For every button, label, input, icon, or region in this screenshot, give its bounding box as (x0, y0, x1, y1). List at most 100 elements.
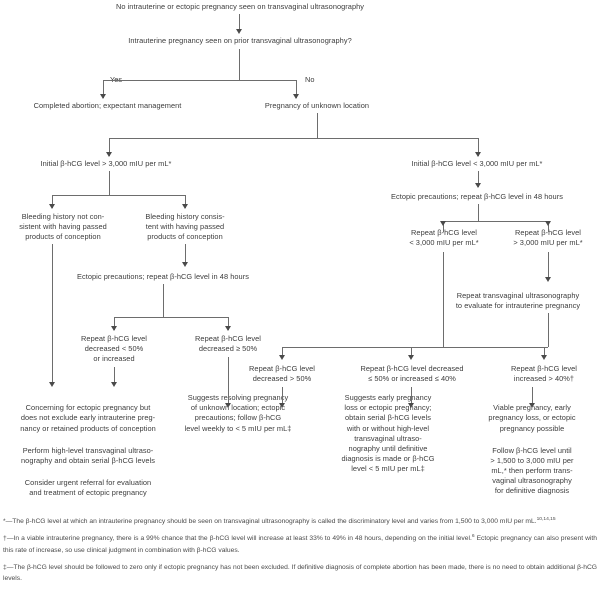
connector-repeat-low-long (443, 252, 444, 347)
footnote-asterisk: *—The β-hCG level at which an intrauteri… (3, 516, 597, 528)
connector-repeat-tvus-down (548, 313, 549, 347)
node-repeat-bhcg-low: Repeat β-hCG level < 3,000 mIU per mL* (409, 228, 479, 248)
arrowhead-repeat-high (545, 221, 551, 226)
node-repeat-transvaginal-ultrasonography: Repeat transvaginal ultrasonography to e… (455, 291, 581, 311)
connector-to-decreased-gt50 (282, 347, 283, 358)
footnote-dagger-marker: †— (3, 535, 14, 543)
node-completed-abortion: Completed abortion; expectant management (33, 101, 182, 110)
connector-pul-split (109, 138, 478, 139)
branch-label-no: No (305, 75, 315, 84)
node-start: No intrauterine or ectopic pregnancy see… (115, 2, 365, 11)
node-ectopic-precautions-left: Ectopic precautions; repeat β-hCG level … (77, 272, 249, 281)
connector-repeat-left-split (114, 317, 228, 318)
arrowhead-bleeding-not-consistent (49, 204, 55, 209)
connector-to-bleeding-not-consistent (52, 195, 53, 208)
outcome-concerning-para-3: Consider urgent referral for evaluation … (24, 477, 152, 497)
footnote-dagger-text-after: Ectopic pregnancy can also present with … (3, 535, 597, 554)
arrowhead-ectopic-precautions-left (182, 262, 188, 267)
arrowhead-repeat-tvus (545, 277, 551, 282)
connector-initial-low-down (478, 171, 479, 187)
node-ectopic-precautions-right: Ectopic precautions; repeat β-hCG level … (391, 192, 563, 201)
connector-repeat-high-down (548, 252, 549, 279)
node-initial-bhcg-low: Initial β-hCG level < 3,000 mIU per mL* (411, 159, 543, 168)
arrowhead-ectopic-precautions-right (475, 183, 481, 188)
arrowhead-outcome-concerning-mid (111, 382, 117, 387)
footnote-asterisk-superscript: 10,14,15 (536, 516, 556, 522)
outcome-concerning-para-2: Perform high-level transvaginal ultraso-… (21, 445, 155, 465)
node-pregnancy-unknown-location: Pregnancy of unknown location (264, 101, 370, 110)
connector-three-way-bus (282, 347, 548, 348)
connector-question-down (239, 49, 240, 80)
connector-pul-down (317, 113, 318, 138)
connector-to-initial-high (109, 138, 110, 156)
connector-yes-branch (103, 80, 104, 98)
arrowhead-initial-high (106, 152, 112, 157)
node-outcome-resolving-pregnancy: Suggests resolving pregnancy of unknown … (184, 393, 292, 433)
arrowhead-initial-low (475, 152, 481, 157)
arrowhead-to-question (236, 29, 242, 34)
node-question-prior-ultrasound: Intrauterine pregnancy seen on prior tra… (128, 36, 352, 45)
node-repeat-decreased-lt-50: Repeat β-hCG level decreased < 50% or in… (81, 334, 147, 364)
arrowhead-bleeding-consistent (182, 204, 188, 209)
footnote-dagger-text: In a viable intrauterine pregnancy, ther… (13, 535, 472, 543)
arrowhead-outcome-viable (529, 403, 535, 408)
connector-to-bleeding-consistent (185, 195, 186, 208)
node-outcome-viable-pregnancy: Viable pregnancy, early pregnancy loss, … (466, 393, 598, 507)
connector-bleeding-split (52, 195, 185, 196)
node-repeat-decreased-le-50-or-increased-le-40: Repeat β-hCG level decreased ≤ 50% or in… (360, 364, 464, 384)
footnote-asterisk-text: The β-hCG level at which an intrauterine… (12, 518, 537, 525)
connector-to-initial-low (478, 138, 479, 156)
footnote-dagger-superscript: 6 (471, 533, 475, 539)
connector-to-repeat-low (443, 221, 444, 232)
connector-question-split (103, 80, 296, 81)
arrowhead-outcome-resolving-right (279, 403, 285, 408)
connector-increased-gt40-down (532, 387, 533, 405)
footnote-double-dagger-marker: ‡— (3, 563, 14, 571)
footnote-asterisk-marker: *— (3, 518, 13, 525)
connector-no-branch (296, 80, 297, 98)
node-initial-bhcg-high: Initial β-hCG level > 3,000 mIU per mL* (40, 159, 172, 168)
node-repeat-increased-gt-40: Repeat β-hCG level increased > 40%† (511, 364, 577, 384)
connector-ectopic-left-down (163, 284, 164, 317)
connector-to-decreased-lt50 (114, 317, 115, 330)
arrowhead-yes-branch (100, 94, 106, 99)
node-bleeding-history-not-consistent: Bleeding history not con- sistent with h… (19, 212, 107, 242)
arrowhead-decreased-lt50 (111, 326, 117, 331)
connector-bleeding-consistent-down (185, 244, 186, 264)
arrowhead-decreased-le50 (408, 355, 414, 360)
arrowhead-no-branch (293, 94, 299, 99)
arrowhead-decreased-ge50 (225, 326, 231, 331)
node-bleeding-history-consistent: Bleeding history consis- tent with havin… (145, 212, 225, 242)
connector-decreased-lt50-down (114, 367, 115, 384)
connector-decreased-le50-down (411, 387, 412, 405)
connector-to-decreased-le50 (411, 347, 412, 358)
connector-bleeding-not-consistent-long (52, 244, 53, 384)
footnote-double-dagger-text: The β-hCG level should be followed to ze… (3, 563, 597, 583)
footnote-dagger: †—In a viable intrauterine pregnancy, th… (3, 533, 597, 556)
arrowhead-outcome-early-loss (408, 403, 414, 408)
arrowhead-outcome-resolving (225, 403, 231, 408)
arrowhead-decreased-gt50 (279, 355, 285, 360)
node-outcome-concerning-for-ectopic: Concerning for ectopic pregnancy but doe… (2, 393, 174, 508)
node-repeat-decreased-ge-50: Repeat β-hCG level decreased ≥ 50% (195, 334, 261, 354)
connector-to-decreased-ge50 (228, 317, 229, 330)
footnotes-block: *—The β-hCG level at which an intrauteri… (3, 516, 597, 590)
connector-start-to-question (239, 14, 240, 31)
connector-decreased-gt50-down (282, 387, 283, 405)
connector-to-increased-gt40 (544, 347, 545, 358)
node-outcome-early-pregnancy-loss: Suggests early pregnancy loss or ectopic… (341, 393, 435, 474)
outcome-viable-para-2: Follow β-hCG level until > 1,500 to 3,00… (490, 445, 574, 496)
connector-repeat-right-split (443, 221, 548, 222)
node-repeat-decreased-gt-50: Repeat β-hCG level decreased > 50% (249, 364, 315, 384)
connector-decreased-ge50-down (228, 357, 229, 405)
outcome-concerning-para-1: Concerning for ectopic pregnancy but doe… (20, 403, 156, 433)
arrowhead-repeat-low (440, 221, 446, 226)
footnote-double-dagger: ‡—The β-hCG level should be followed to … (3, 562, 597, 585)
arrowhead-increased-gt40 (541, 355, 547, 360)
node-repeat-bhcg-high: Repeat β-hCG level > 3,000 mIU per mL* (513, 228, 583, 248)
connector-to-repeat-high (548, 221, 549, 232)
connector-ectopic-right-down (478, 204, 479, 221)
arrowhead-outcome-concerning-left (49, 382, 55, 387)
branch-label-yes: Yes (110, 75, 122, 85)
